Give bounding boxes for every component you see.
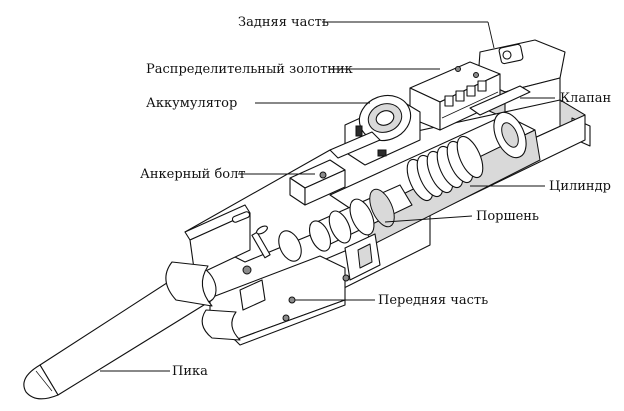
valve-body [469, 85, 531, 116]
frame-slot [231, 211, 251, 223]
accumulator [344, 94, 421, 166]
front-lugs [239, 233, 381, 311]
front-bushing [165, 261, 213, 307]
label-front: Передняя часть [378, 293, 488, 308]
piston [251, 184, 413, 262]
frame-bolt [242, 265, 252, 275]
anchor-plate [329, 131, 381, 159]
retainer-pin [251, 231, 271, 259]
accumulator-bolt-2 [377, 149, 387, 157]
leader-piston [384, 215, 473, 223]
pick [23, 261, 241, 400]
anchor-bolt-area [289, 131, 381, 206]
tool-retainer [278, 230, 302, 262]
pick-tip [23, 364, 59, 400]
front-bolt-2 [282, 314, 290, 322]
front-bolt-1 [288, 296, 296, 304]
leader-lines [100, 21, 555, 372]
piston-rings [406, 135, 484, 202]
label-accumulator: Аккумулятор [146, 96, 237, 111]
label-cylinder: Цилиндр [549, 179, 611, 194]
label-valve: Клапан [560, 91, 611, 106]
label-piston: Поршень [476, 209, 539, 224]
accumulator-bolt-1 [355, 125, 363, 137]
front-bolt-3 [342, 274, 350, 282]
lower-lug [239, 279, 266, 311]
rear-fitting-hole [502, 50, 512, 60]
label-rear: Задняя часть [238, 15, 329, 30]
front-bushing-lower [201, 309, 241, 341]
label-spool: Распределительный золотник [146, 62, 353, 77]
label-anchor-bolt: Анкерный болт [140, 167, 246, 182]
front-section-bottom [234, 299, 346, 346]
label-pick: Пика [172, 364, 208, 379]
spool-detail [441, 80, 499, 119]
